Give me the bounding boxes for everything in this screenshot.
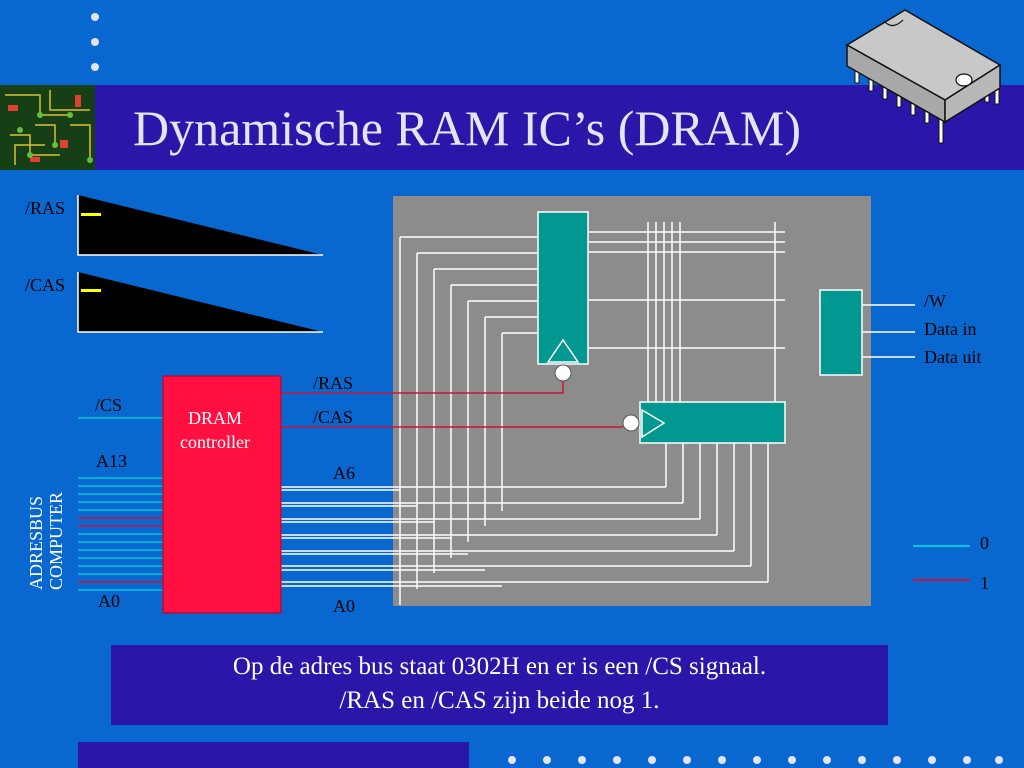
dram-chip-icon: [845, 9, 1002, 144]
row-latch-inverter-icon: [554, 364, 572, 382]
bottom-bar: [78, 742, 469, 768]
controller-ras-label: /RAS: [313, 373, 353, 393]
row-address-latch: [537, 211, 589, 365]
decorative-dot: [683, 756, 691, 764]
caption-box: Op de adres bus staat 0302H en er is een…: [111, 645, 888, 725]
decorative-dot: [613, 756, 621, 764]
decorative-dot: [858, 756, 866, 764]
decorative-dot: [543, 756, 551, 764]
memory-array-area: [393, 196, 871, 606]
adresbus-label: ADRESBUS: [26, 496, 46, 590]
dram-controller: [162, 375, 282, 614]
data-in-label: Data in: [924, 319, 976, 339]
a13-label: A13: [96, 451, 127, 471]
title-bar: [0, 85, 1024, 170]
decorative-dot: [928, 756, 936, 764]
data-out-label: Data uit: [924, 347, 981, 367]
decorative-dot: [823, 756, 831, 764]
column-latch-inverter-icon: [622, 414, 640, 432]
decorative-dot: [91, 13, 99, 21]
decorative-dot: [995, 756, 1003, 764]
w-label: /W: [924, 291, 946, 311]
decorative-dot: [578, 756, 586, 764]
a0-label: A0: [98, 591, 120, 611]
legend-zero-label: 0: [980, 533, 989, 553]
decorative-dot: [788, 756, 796, 764]
caption-line-1: Op de adres bus staat 0302H en er is een…: [232, 653, 767, 680]
page-title: Dynamische RAM IC’s (DRAM): [133, 100, 802, 156]
timing-cas-label: /CAS: [25, 275, 65, 295]
controller-label-line2: controller: [180, 432, 250, 452]
controller-a0-out-label: A0: [333, 596, 355, 616]
controller-address-outputs: [281, 486, 768, 587]
timing-diagram: [77, 195, 323, 333]
address-routing-lines: [399, 222, 915, 605]
cas-level-marker: [81, 289, 101, 292]
controller-label-line1: DRAM: [188, 408, 242, 428]
address-bus-input-lines: [78, 417, 163, 591]
decorative-dot: [91, 38, 99, 46]
caption-line-2: /RAS en /CAS zijn beide nog 1.: [339, 687, 660, 714]
decorative-dot: [753, 756, 761, 764]
decorative-dot: [648, 756, 656, 764]
decorative-dot: [963, 756, 971, 764]
data-buffer: [819, 289, 863, 376]
circuit-board-image: [0, 85, 95, 170]
computer-label: COMPUTER: [46, 492, 66, 590]
cs-label: /CS: [95, 395, 122, 415]
decorative-dot: [508, 756, 516, 764]
controller-a6-label: A6: [333, 463, 355, 483]
ras-level-marker: [81, 213, 101, 216]
timing-ras-label: /RAS: [25, 198, 65, 218]
decorative-dot: [91, 63, 99, 71]
row-latch-clock-icon: [546, 338, 580, 363]
legend-one-label: 1: [980, 573, 989, 593]
control-signal-lines: [281, 381, 623, 428]
decorative-dot: [893, 756, 901, 764]
controller-cas-label: /CAS: [313, 407, 353, 427]
column-latch-clock-icon: [641, 408, 666, 439]
decorative-dot: [718, 756, 726, 764]
